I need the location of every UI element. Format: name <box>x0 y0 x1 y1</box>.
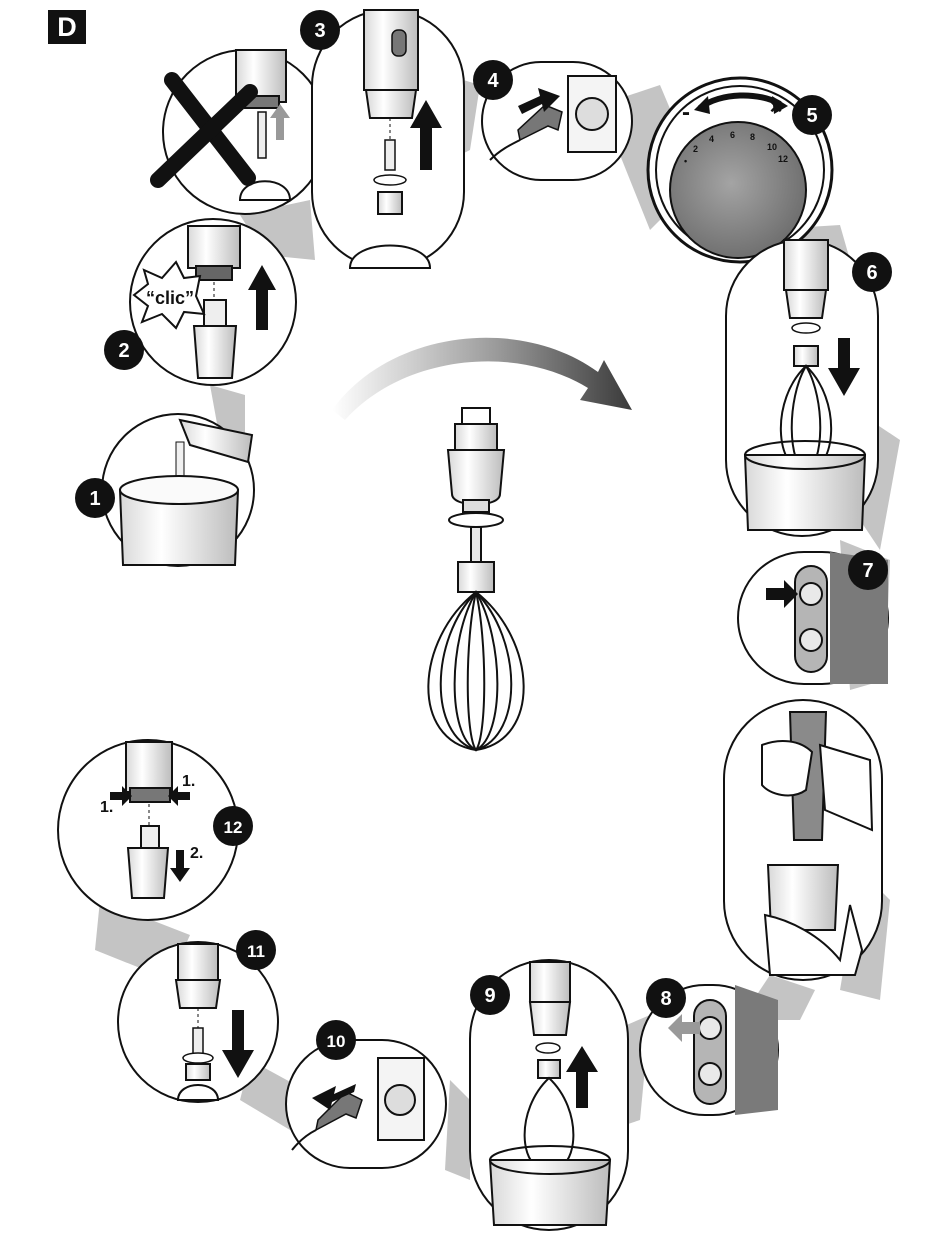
step-badge-6: 6 <box>852 252 892 292</box>
step-number: 10 <box>327 1032 346 1051</box>
step-badge-8: 8 <box>646 978 686 1018</box>
step-10-unplug-panel <box>286 1040 446 1168</box>
step-12-squeeze-left-label: 1. <box>100 799 113 816</box>
step-number: 5 <box>806 105 817 127</box>
clic-sound-label: “clic” <box>146 288 194 308</box>
step-number: 8 <box>660 988 671 1010</box>
step-badge-2: 2 <box>104 330 144 370</box>
step-badge-9: 9 <box>470 975 510 1015</box>
step-badge-7: 7 <box>848 550 888 590</box>
dial-mark: 4 <box>709 134 714 144</box>
central-whisk-attachment <box>428 408 523 750</box>
hands-blending-panel <box>724 700 882 980</box>
dial-minus-label: - <box>682 99 690 126</box>
dial-plus-label: × <box>770 94 783 119</box>
step-2-attach-gearbox-panel: “clic” <box>130 219 296 385</box>
dial-mark: 2 <box>693 144 698 154</box>
step-3-wrong-way-panel <box>158 50 327 214</box>
section-letter-badge: D <box>48 10 86 44</box>
step-badge-12: 12 <box>213 806 253 846</box>
step-badge-11: 11 <box>236 930 276 970</box>
step-badge-10: 10 <box>316 1020 356 1060</box>
step-number: 7 <box>862 560 873 582</box>
dial-mark: 8 <box>750 132 755 142</box>
dial-mark: 12 <box>778 154 788 164</box>
step-number: 6 <box>866 262 877 284</box>
dial-mark: 6 <box>730 130 735 140</box>
step-number: 11 <box>247 942 265 961</box>
section-letter: D <box>57 12 77 42</box>
step-number: 9 <box>484 985 495 1007</box>
step-number: 3 <box>314 20 325 42</box>
step-12-release-gearbox-panel: 1. 1. 2. <box>58 740 238 920</box>
step-number: 4 <box>487 70 499 92</box>
step-badge-3: 3 <box>300 10 340 50</box>
dial-mark: 10 <box>767 142 777 152</box>
step-12-pull-label: 2. <box>190 845 203 862</box>
step-number: 2 <box>118 340 129 362</box>
dial-mark: • <box>684 156 687 166</box>
step-12-squeeze-right-label: 1. <box>182 773 195 790</box>
step-badge-5: 5 <box>792 95 832 135</box>
step-badge-1: 1 <box>75 478 115 518</box>
step-number: 1 <box>89 488 100 510</box>
step-badge-4: 4 <box>473 60 513 100</box>
step-6-lower-into-beaker-panel <box>726 240 878 536</box>
step-number: 12 <box>224 818 243 837</box>
step-3-remove-whisk-panel <box>312 10 464 268</box>
step-1-pour-liquid-panel <box>102 414 254 566</box>
